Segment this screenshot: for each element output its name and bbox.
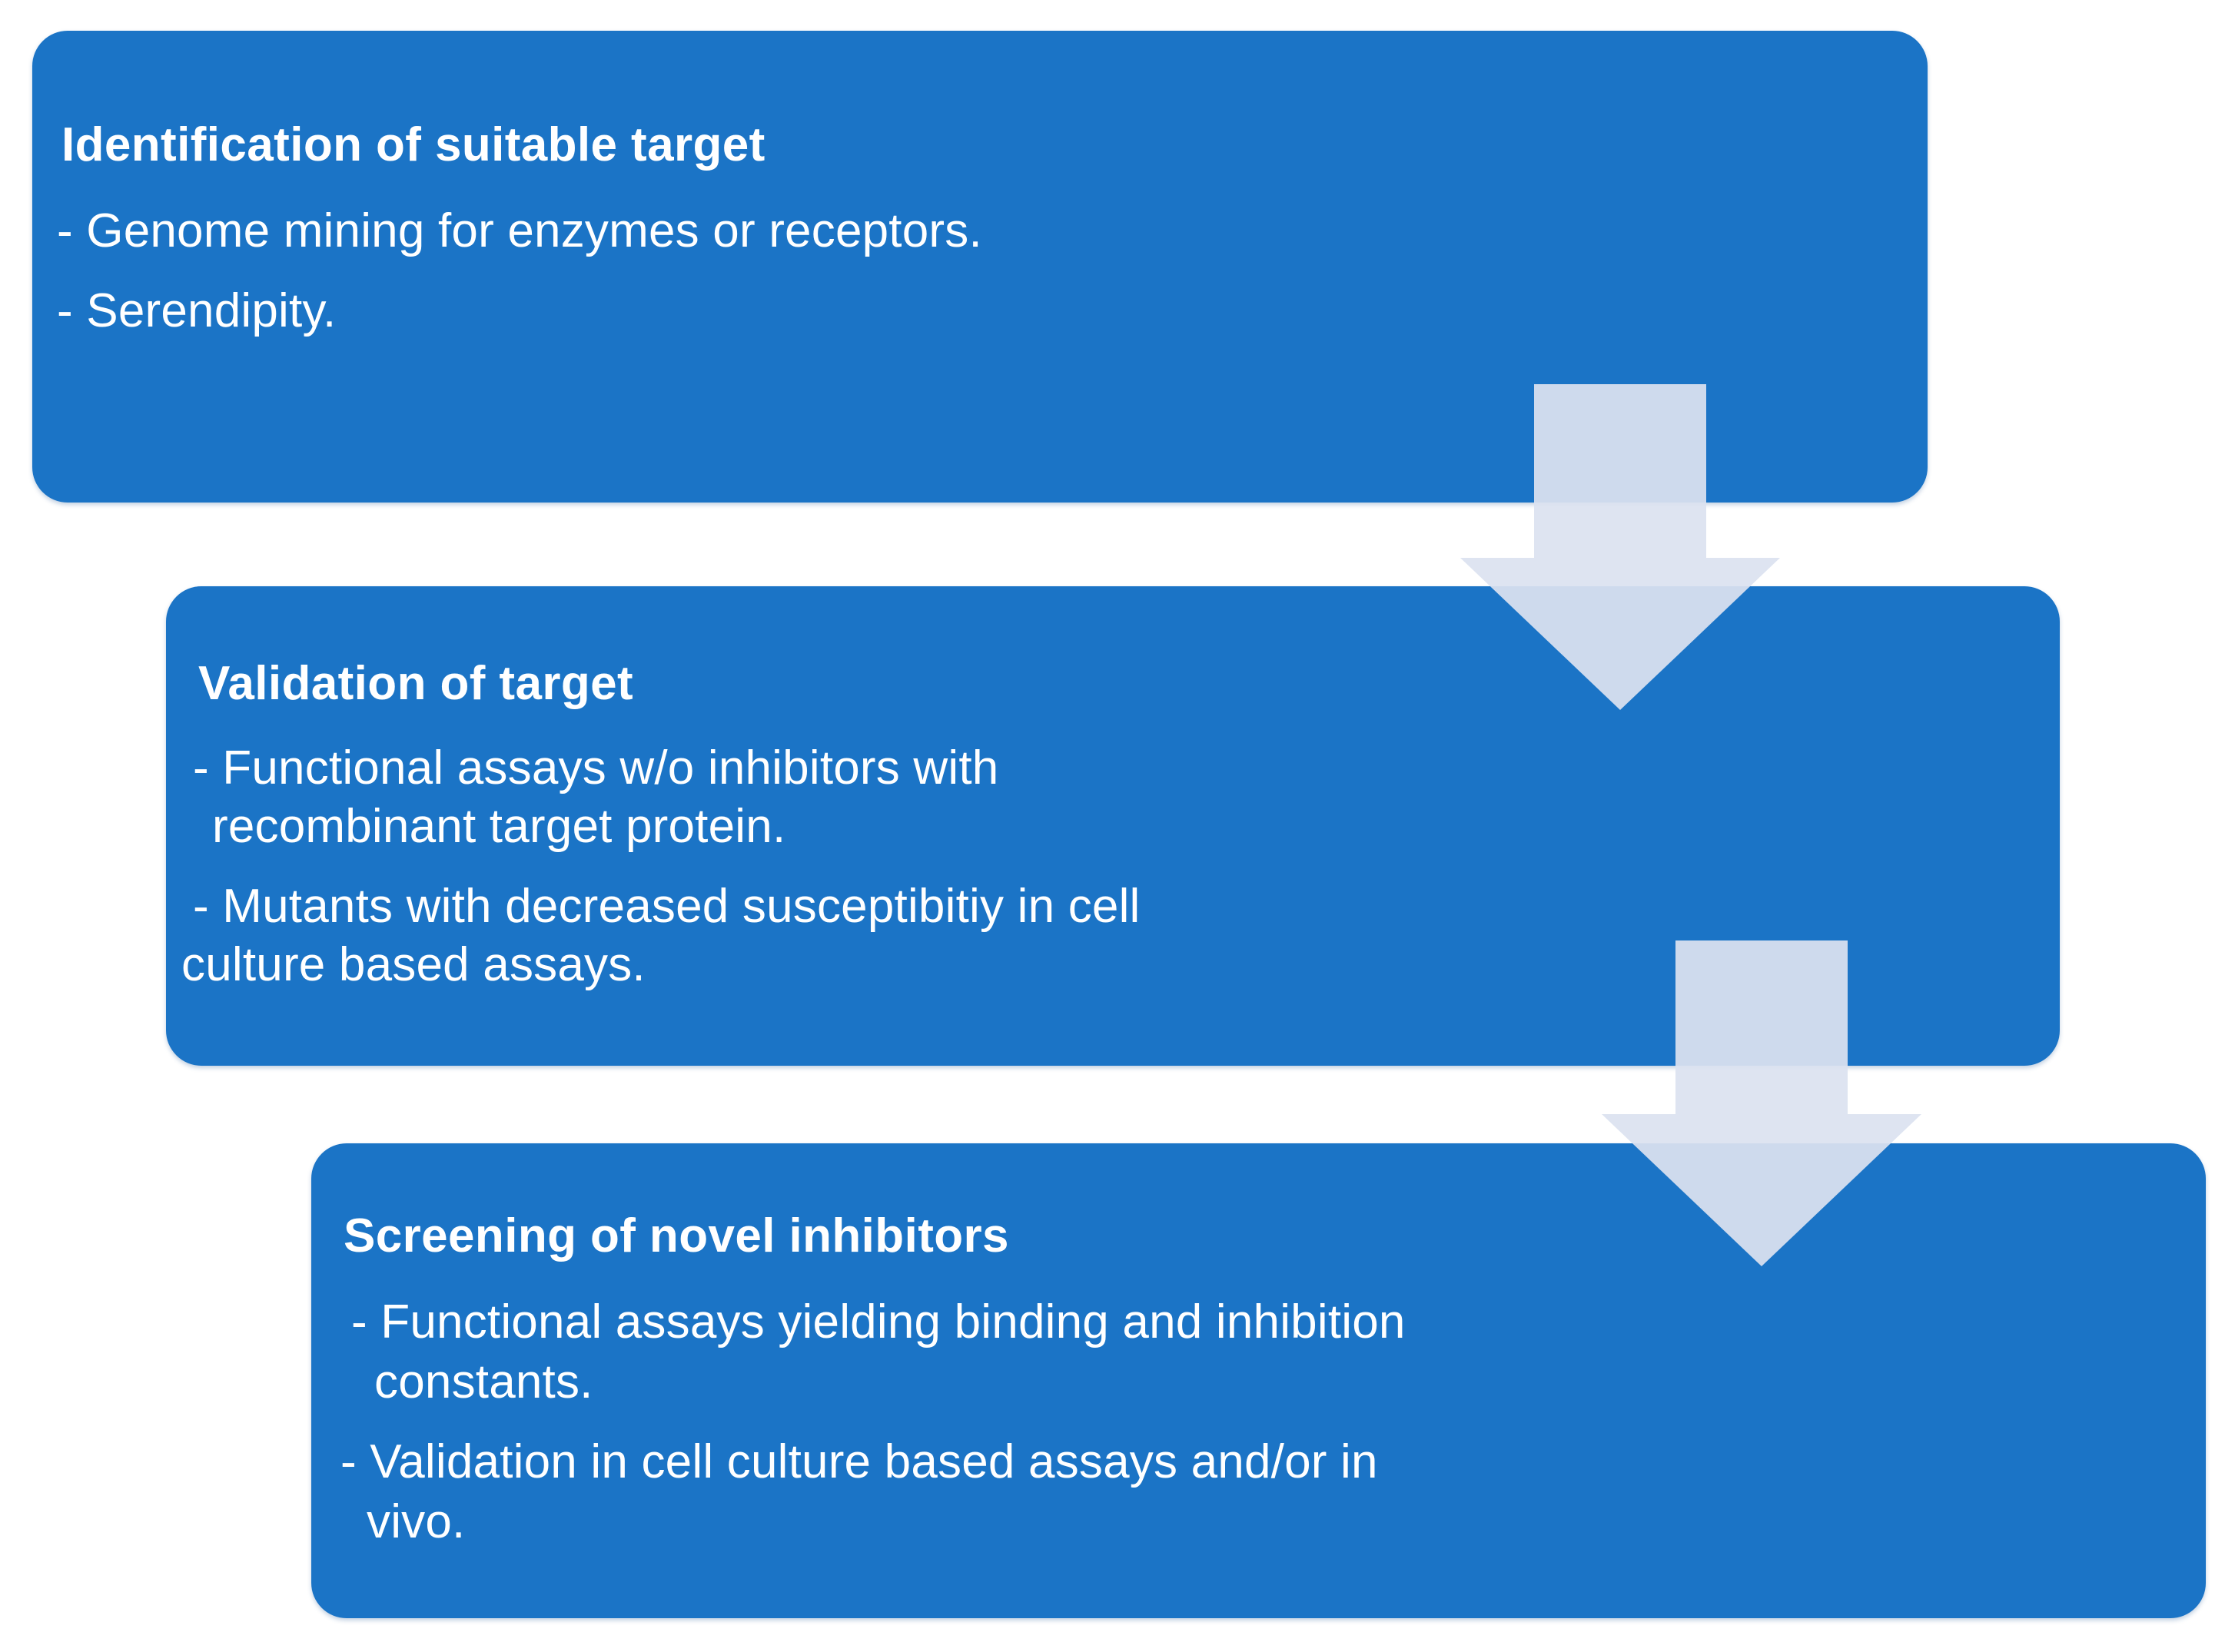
bullet-line: - Validation in cell culture based assay… <box>340 1435 1378 1488</box>
step-title: Identification of suitable target <box>61 118 765 171</box>
bullet-line: - Functional assays w/o inhibitors with <box>193 741 999 794</box>
bullet-line: - Genome mining for enzymes or receptors… <box>57 204 982 257</box>
bullet-line-continuation: culture based assays. <box>181 938 646 991</box>
step-box-content: Validation of target - Functional assays… <box>166 586 2060 1066</box>
step-box-identification-of-suitable-target[interactable]: Identification of suitable target - Geno… <box>32 31 1928 503</box>
step-box-screening-of-novel-inhibitors[interactable]: Screening of novel inhibitors - Function… <box>311 1143 2206 1618</box>
bullet-line: - Serendipity. <box>57 284 337 337</box>
bullet-line: - Functional assays yielding binding and… <box>351 1295 1406 1348</box>
step-title: Validation of target <box>198 657 634 710</box>
step-title: Screening of novel inhibitors <box>344 1209 1009 1262</box>
step-box-validation-of-target[interactable]: Validation of target - Functional assays… <box>166 586 2060 1066</box>
step-box-content: Identification of suitable target - Geno… <box>32 31 1928 503</box>
bullet-line-continuation: vivo. <box>367 1495 466 1548</box>
bullet-line: - Mutants with decreased susceptibitiy i… <box>193 880 1141 933</box>
bullet-line-continuation: constants. <box>374 1355 593 1408</box>
bullet-line-continuation: recombinant target protein. <box>212 800 786 853</box>
step-box-content: Screening of novel inhibitors - Function… <box>311 1143 2206 1618</box>
